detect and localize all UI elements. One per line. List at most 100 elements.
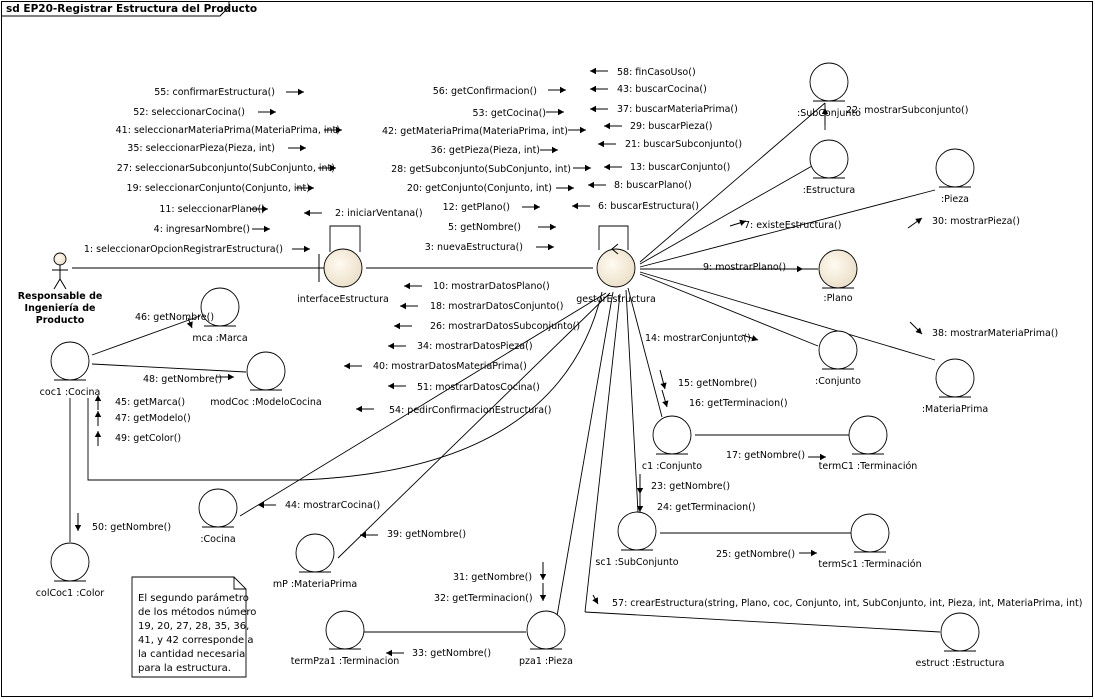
object-label-conj: :Conjunto (815, 376, 861, 387)
object-interface: interfaceEstructura (297, 248, 389, 305)
message-arrow-m28 (573, 164, 591, 172)
message-arrow-m8 (588, 181, 606, 189)
message-arrow-m52 (258, 108, 276, 116)
object-est: :Estructura (803, 139, 856, 196)
object-label-interface: interfaceEstructura (297, 294, 389, 305)
message-arrow-m51 (388, 382, 406, 390)
message-arrow-m27 (318, 164, 336, 172)
message-arrow-m31 (539, 562, 547, 580)
message-arrow-m10 (404, 282, 422, 290)
message-label-m3: 3: nuevaEstructura() (425, 242, 523, 253)
message-label-m30: 30: mostrarPieza() (932, 216, 1020, 227)
object-label-termc1: termC1 :Terminación (819, 461, 918, 472)
object-label-termsc1: termSc1 :Terminación (818, 559, 921, 570)
message-label-m46: 46: getNombre() (135, 312, 214, 323)
entity-shape (940, 612, 980, 652)
object-termc1: termC1 :Terminación (819, 415, 918, 472)
object-mp: :MateriaPrima (922, 358, 988, 415)
message-arrow-m44 (258, 501, 276, 509)
message-arrow-m32 (539, 583, 547, 601)
message-arrow-m5 (538, 223, 556, 231)
message-arrow-m38 (909, 321, 923, 335)
object-label-est: :Estructura (803, 185, 856, 196)
object-label-mp: :MateriaPrima (922, 404, 988, 415)
entity-shape (809, 62, 849, 102)
message-label-m47: 47: getModelo() (115, 413, 191, 424)
message-label-m26: 26: mostrarDatosSubconjunto() (430, 321, 580, 332)
message-arrow-m33 (386, 649, 404, 657)
entity-shape (850, 513, 890, 553)
message-label-m11: 11: seleccionarPlano() (159, 204, 265, 215)
message-arrow-m15 (659, 369, 667, 390)
message-label-m48: 48: getNombre() (143, 374, 222, 385)
frame-tab (1, 1, 230, 17)
message-label-m53: 53: getCocina() (473, 108, 546, 119)
links (69, 102, 941, 633)
message-arrow-m11 (250, 205, 268, 213)
object-label-modelo: modCoc :ModeloCocina (210, 397, 321, 408)
entity-shape (295, 533, 335, 573)
message-arrow-m13 (604, 163, 622, 171)
message-arrow-m42 (568, 126, 586, 134)
message-arrow-m37 (590, 105, 608, 113)
message-arrow-m55 (286, 88, 304, 96)
message-arrow-m56 (548, 86, 566, 94)
message-arrow-m19 (296, 184, 314, 192)
entity-shape (935, 358, 975, 398)
message-arrow-m53 (546, 108, 564, 116)
message-label-m27: 27: seleccionarSubconjunto(SubConjunto, … (117, 163, 335, 174)
message-label-m49: 49: getColor() (115, 433, 181, 444)
message-arrow-m29 (604, 122, 622, 130)
entity-shape (526, 610, 566, 650)
message-arrow-m30 (907, 217, 923, 229)
message-arrow-m17 (808, 453, 826, 461)
object-label-sub: :SubConjunto (797, 108, 861, 119)
message-label-m5: 5: getNombre() (448, 222, 521, 233)
message-arrow-m21 (598, 140, 616, 148)
message-label-m24: 24: getTerminacion() (657, 502, 756, 513)
message-label-m25: 25: getNombre() (716, 549, 795, 560)
object-gestor: gestorEstructura (576, 243, 656, 305)
message-label-m31: 31: getNombre() (453, 572, 532, 583)
message-arrow-m48 (216, 373, 234, 381)
message-label-m42: 42: getMateriaPrima(MateriaPrima, int) (382, 126, 568, 137)
message-label-m44: 44: mostrarCocina() (285, 500, 380, 511)
object-label-pza1: pza1 :Pieza (519, 656, 573, 667)
entity-shape (246, 351, 286, 391)
message-label-m40: 40: mostrarDatosMateriaPrima() (373, 361, 527, 372)
object-c1: c1 :Conjunto (642, 415, 702, 472)
objects: interfaceEstructura gestorEstructura :SubC… (36, 62, 1004, 669)
object-conj: :Conjunto (815, 330, 861, 387)
message-arrow-m43 (590, 85, 608, 93)
message-arrow-m47 (94, 411, 102, 426)
message-arrow-m49 (94, 431, 102, 446)
object-sc1: sc1 :SubConjunto (595, 511, 679, 568)
object-colcoc: colCoc1 :Color (36, 542, 105, 599)
message-arrow-m20 (556, 184, 574, 192)
message-label-m41: 41: seleccionarMateriaPrima(MateriaPrima… (116, 125, 340, 136)
message-label-m14: 14: mostrarConjunto() (645, 333, 751, 344)
object-estruct: estruct :Estructura (916, 612, 1004, 669)
boundary-shape (323, 248, 363, 288)
message-label-m33: 33: getNombre() (412, 648, 491, 659)
note-line-6: para la estructura. (138, 663, 231, 674)
entity-shape (848, 415, 888, 455)
message-arrow-m2 (304, 209, 322, 217)
message-arrow-m1 (292, 245, 310, 253)
message-arrow-m39 (360, 531, 378, 539)
message-arrow-m22 (821, 108, 829, 125)
object-sub: :SubConjunto (797, 62, 861, 119)
message-arrow-m6 (572, 202, 590, 210)
object-label-cocina: :Cocina (200, 534, 235, 545)
message-label-m36: 36: getPieza(Pieza, int) (431, 145, 540, 156)
object-pza1: pza1 :Pieza (519, 610, 573, 667)
message-arrow-m41 (324, 126, 342, 134)
message-label-m57: 57: crearEstructura(string, Plano, coc, … (612, 598, 1082, 609)
message-label-m51: 51: mostrarDatosCocina() (417, 382, 540, 393)
object-label-colcoc: colCoc1 :Color (36, 588, 105, 599)
message-label-m17: 17: getNombre() (726, 450, 805, 461)
message-label-m4: 4: ingresarNombre() (154, 224, 250, 235)
object-label-gestor: gestorEstructura (576, 294, 656, 305)
message-label-m19: 19: seleccionarConjunto(Conjunto, int) (127, 183, 310, 194)
